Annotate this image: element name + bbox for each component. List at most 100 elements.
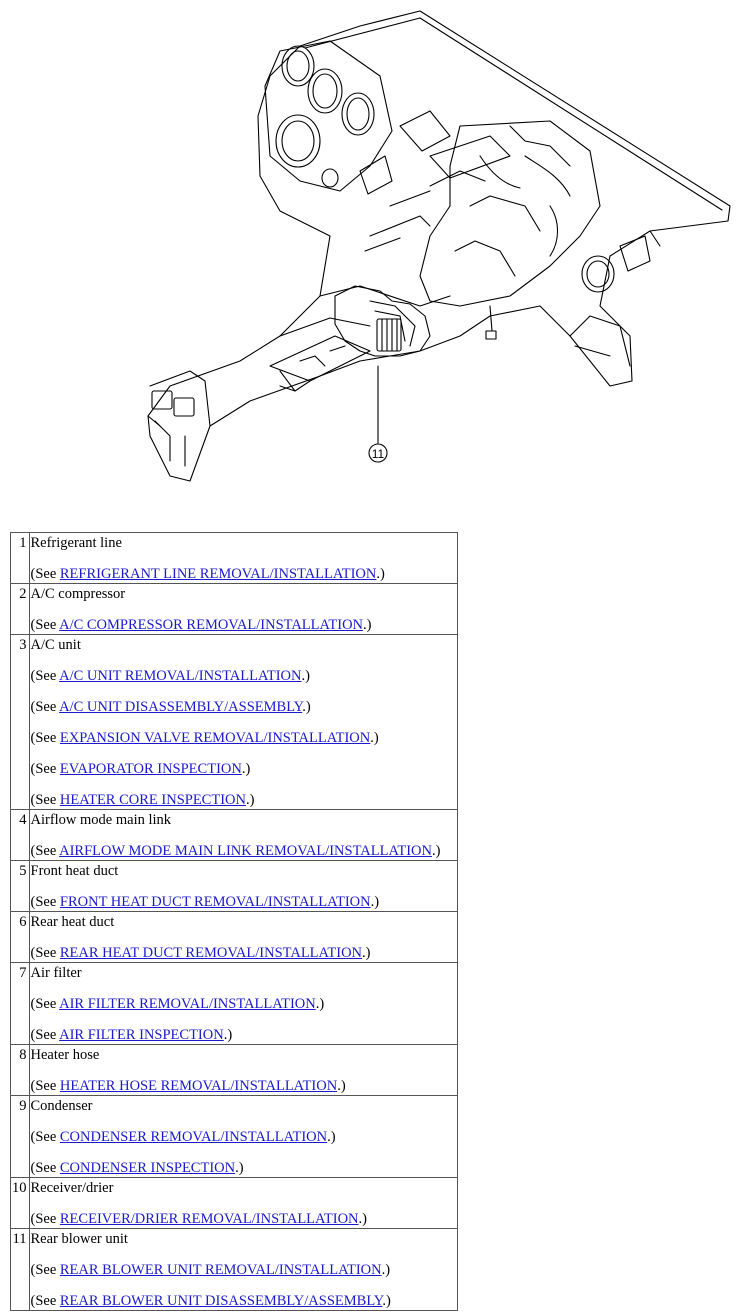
- item-name: Rear blower unit: [30, 1231, 128, 1247]
- see-prefix: (See: [30, 996, 60, 1012]
- see-prefix: (See: [30, 945, 60, 961]
- see-suffix: .): [327, 1129, 336, 1145]
- item-number: 7: [10, 962, 30, 1045]
- reference-line: (See CONDENSER INSPECTION.): [31, 1160, 457, 1176]
- reference-link[interactable]: A/C COMPRESSOR REMOVAL/INSTALLATION: [59, 617, 364, 633]
- item-number: 8: [10, 1044, 30, 1096]
- reference-link[interactable]: RECEIVER/DRIER REMOVAL/INSTALLATION: [59, 1211, 359, 1227]
- reference-link[interactable]: A/C UNIT DISASSEMBLY/ASSEMBLY: [59, 699, 303, 715]
- reference-line: (See HEATER HOSE REMOVAL/INSTALLATION.): [31, 1078, 457, 1094]
- see-suffix: .): [358, 1211, 367, 1227]
- reference-line: (See FRONT HEAT DUCT REMOVAL/INSTALLATIO…: [31, 894, 457, 910]
- reference-link[interactable]: FRONT HEAT DUCT REMOVAL/INSTALLATION: [59, 894, 371, 910]
- item-description: Heater hose(See HEATER HOSE REMOVAL/INST…: [28, 1044, 458, 1096]
- item-description: Rear heat duct (See REAR HEAT DUCT REMOVA…: [28, 911, 458, 963]
- see-prefix: (See: [30, 566, 60, 582]
- see-suffix: .): [241, 761, 251, 777]
- see-suffix: .): [363, 617, 372, 633]
- reference-link[interactable]: EVAPORATOR INSPECTION: [59, 761, 242, 777]
- reference-line: (See HEATER CORE INSPECTION.): [31, 792, 457, 808]
- reference-link[interactable]: EXPANSION VALVE REMOVAL/INSTALLATION: [59, 730, 371, 746]
- dashboard-illustration: 11: [130, 6, 742, 491]
- item-number: 6: [10, 911, 30, 963]
- reference-link[interactable]: AIR FILTER INSPECTION: [59, 1027, 224, 1043]
- see-prefix: (See: [30, 761, 60, 777]
- reference-line: (See AIR FILTER INSPECTION.): [31, 1027, 457, 1043]
- see-suffix: .): [315, 996, 325, 1012]
- reference-link[interactable]: REAR BLOWER UNIT REMOVAL/INSTALLATION: [59, 1262, 382, 1278]
- see-suffix: .): [302, 699, 311, 715]
- item-name: Rear heat duct: [30, 914, 115, 930]
- item-number: 10: [10, 1177, 30, 1229]
- see-prefix: (See: [30, 1078, 60, 1094]
- see-prefix: (See: [30, 1293, 60, 1309]
- item-name: A/C unit: [30, 637, 81, 653]
- item-description: Front heat duct (See FRONT HEAT DUCT REMO…: [28, 860, 458, 912]
- item-number: 4: [10, 809, 30, 861]
- reference-line: (See CONDENSER REMOVAL/INSTALLATION.): [31, 1129, 457, 1145]
- callout-11-label: 11: [372, 447, 385, 461]
- see-suffix: .): [337, 1078, 346, 1094]
- item-name: Airflow mode main link: [30, 812, 172, 828]
- see-prefix: (See: [30, 1211, 60, 1227]
- reference-line: (See A/C UNIT DISASSEMBLY/ASSEMBLY.): [31, 699, 457, 715]
- reference-line: (See EVAPORATOR INSPECTION.): [31, 761, 457, 777]
- item-description: A/C compressor(See A/C COMPRESSOR REMOVA…: [28, 583, 458, 635]
- see-prefix: (See: [30, 1262, 60, 1278]
- reference-link[interactable]: REAR BLOWER UNIT DISASSEMBLY/ASSEMBLY: [59, 1293, 383, 1309]
- item-name: Front heat duct: [30, 863, 119, 879]
- item-name: Air filter: [30, 965, 82, 981]
- see-suffix: .): [235, 1160, 244, 1176]
- see-prefix: (See: [30, 730, 60, 746]
- item-description: Rear blower unit (See REAR BLOWER UNIT RE…: [28, 1228, 458, 1311]
- item-description: Airflow mode main link(See AIRFLOW MODE …: [28, 809, 458, 861]
- see-suffix: .): [382, 1293, 391, 1309]
- see-suffix: .): [376, 566, 385, 582]
- see-prefix: (See: [30, 617, 60, 633]
- see-prefix: (See: [30, 668, 60, 684]
- item-name: Refrigerant line: [30, 535, 122, 551]
- reference-line: (See REFRIGERANT LINE REMOVAL/INSTALLATI…: [31, 566, 457, 582]
- item-description: Refrigerant line (See REFRIGERANT LINE RE…: [28, 532, 458, 584]
- reference-link[interactable]: AIRFLOW MODE MAIN LINK REMOVAL/INSTALLAT…: [59, 843, 432, 859]
- see-prefix: (See: [30, 1027, 60, 1043]
- see-suffix: .): [245, 792, 255, 808]
- reference-link[interactable]: HEATER CORE INSPECTION: [59, 792, 246, 808]
- item-description: A/C unit (See A/C UNIT REMOVAL/INSTALLATI…: [28, 634, 458, 810]
- see-suffix: .): [301, 668, 310, 684]
- see-prefix: (See: [30, 1160, 60, 1176]
- reference-link[interactable]: CONDENSER REMOVAL/INSTALLATION: [59, 1129, 328, 1145]
- reference-link[interactable]: REAR HEAT DUCT REMOVAL/INSTALLATION: [59, 945, 363, 961]
- see-suffix: .): [381, 1262, 391, 1278]
- see-prefix: (See: [30, 699, 60, 715]
- reference-line: (See A/C COMPRESSOR REMOVAL/INSTALLATION…: [31, 617, 457, 633]
- reference-link[interactable]: AIR FILTER REMOVAL/INSTALLATION: [59, 996, 316, 1012]
- reference-line: (See REAR BLOWER UNIT DISASSEMBLY/ASSEMB…: [31, 1293, 457, 1309]
- reference-link[interactable]: A/C UNIT REMOVAL/INSTALLATION: [59, 668, 302, 684]
- item-number: 5: [10, 860, 30, 912]
- reference-link[interactable]: REFRIGERANT LINE REMOVAL/INSTALLATION: [59, 566, 377, 582]
- item-name: Receiver/drier: [30, 1180, 114, 1196]
- see-suffix: .): [431, 843, 441, 859]
- see-prefix: (See: [30, 792, 60, 808]
- reference-line: (See REAR BLOWER UNIT REMOVAL/INSTALLATI…: [31, 1262, 457, 1278]
- reference-link[interactable]: CONDENSER INSPECTION: [59, 1160, 236, 1176]
- reference-line: (See EXPANSION VALVE REMOVAL/INSTALLATIO…: [31, 730, 457, 746]
- reference-link[interactable]: HEATER HOSE REMOVAL/INSTALLATION: [59, 1078, 338, 1094]
- reference-line: (See A/C UNIT REMOVAL/INSTALLATION.): [31, 668, 457, 684]
- see-suffix: .): [362, 945, 371, 961]
- see-suffix: .): [370, 730, 379, 746]
- see-suffix: .): [223, 1027, 233, 1043]
- item-number: 1: [10, 532, 30, 584]
- item-description: Condenser(See CONDENSER REMOVAL/INSTALLA…: [28, 1095, 458, 1178]
